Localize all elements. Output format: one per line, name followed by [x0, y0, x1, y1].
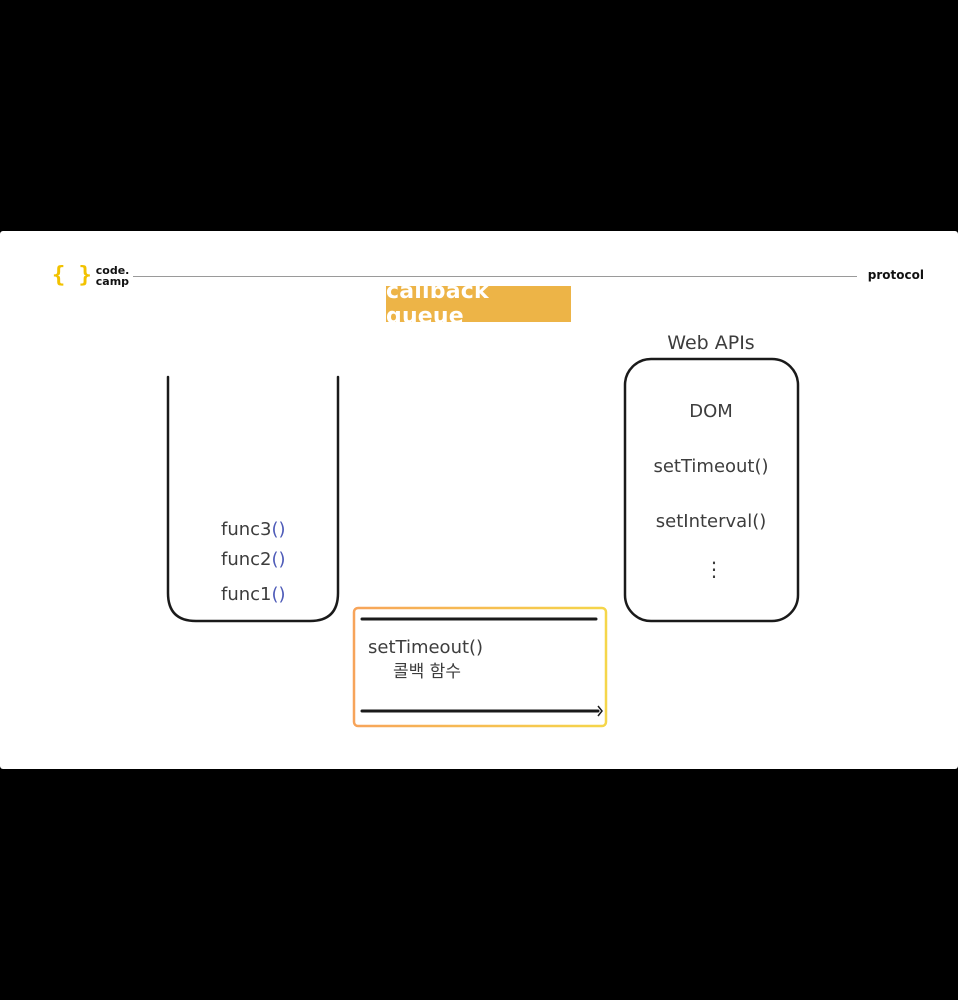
callback-queue-box: [352, 606, 608, 728]
stack-item-func1-parens: (): [272, 584, 286, 605]
stack-item-func3-name: func3: [221, 519, 272, 540]
web-api-dom: DOM: [689, 401, 733, 422]
web-api-setinterval: setInterval(): [656, 511, 767, 532]
logo-line2: camp: [95, 275, 130, 288]
stack-item-func2-parens: (): [272, 549, 286, 570]
queue-item-callback: 콜백 함수: [393, 662, 461, 682]
web-api-more-ellipsis: ⋮: [704, 557, 724, 581]
web-api-settimeout: setTimeout(): [653, 456, 768, 477]
stack-item-func3: func3(): [221, 519, 286, 540]
queue-item-settimeout: setTimeout(): [368, 637, 483, 658]
stack-item-func1: func1(): [221, 584, 286, 605]
codecamp-logo: { } code. camp: [52, 264, 129, 288]
slide: { } code. camp protocol callback queue f…: [0, 231, 958, 769]
protocol-label: protocol: [867, 268, 924, 282]
logo-line1: code.: [95, 264, 130, 277]
logo-text: code. camp: [96, 265, 130, 287]
stack-item-func1-name: func1: [221, 584, 272, 605]
brace-icon: { }: [52, 263, 92, 288]
queue-arrow-tip: [597, 705, 603, 717]
stack-item-func2: func2(): [221, 549, 286, 570]
stack-item-func3-parens: (): [272, 519, 286, 540]
web-apis-label: Web APIs: [667, 332, 754, 354]
event-loop-diagram: func3() func2() func1() Web APIs DOM set…: [166, 332, 800, 728]
web-apis-container: [623, 357, 800, 623]
call-stack-container: [166, 375, 340, 623]
stack-item-func2-name: func2: [221, 549, 272, 570]
header-divider: [133, 276, 857, 277]
